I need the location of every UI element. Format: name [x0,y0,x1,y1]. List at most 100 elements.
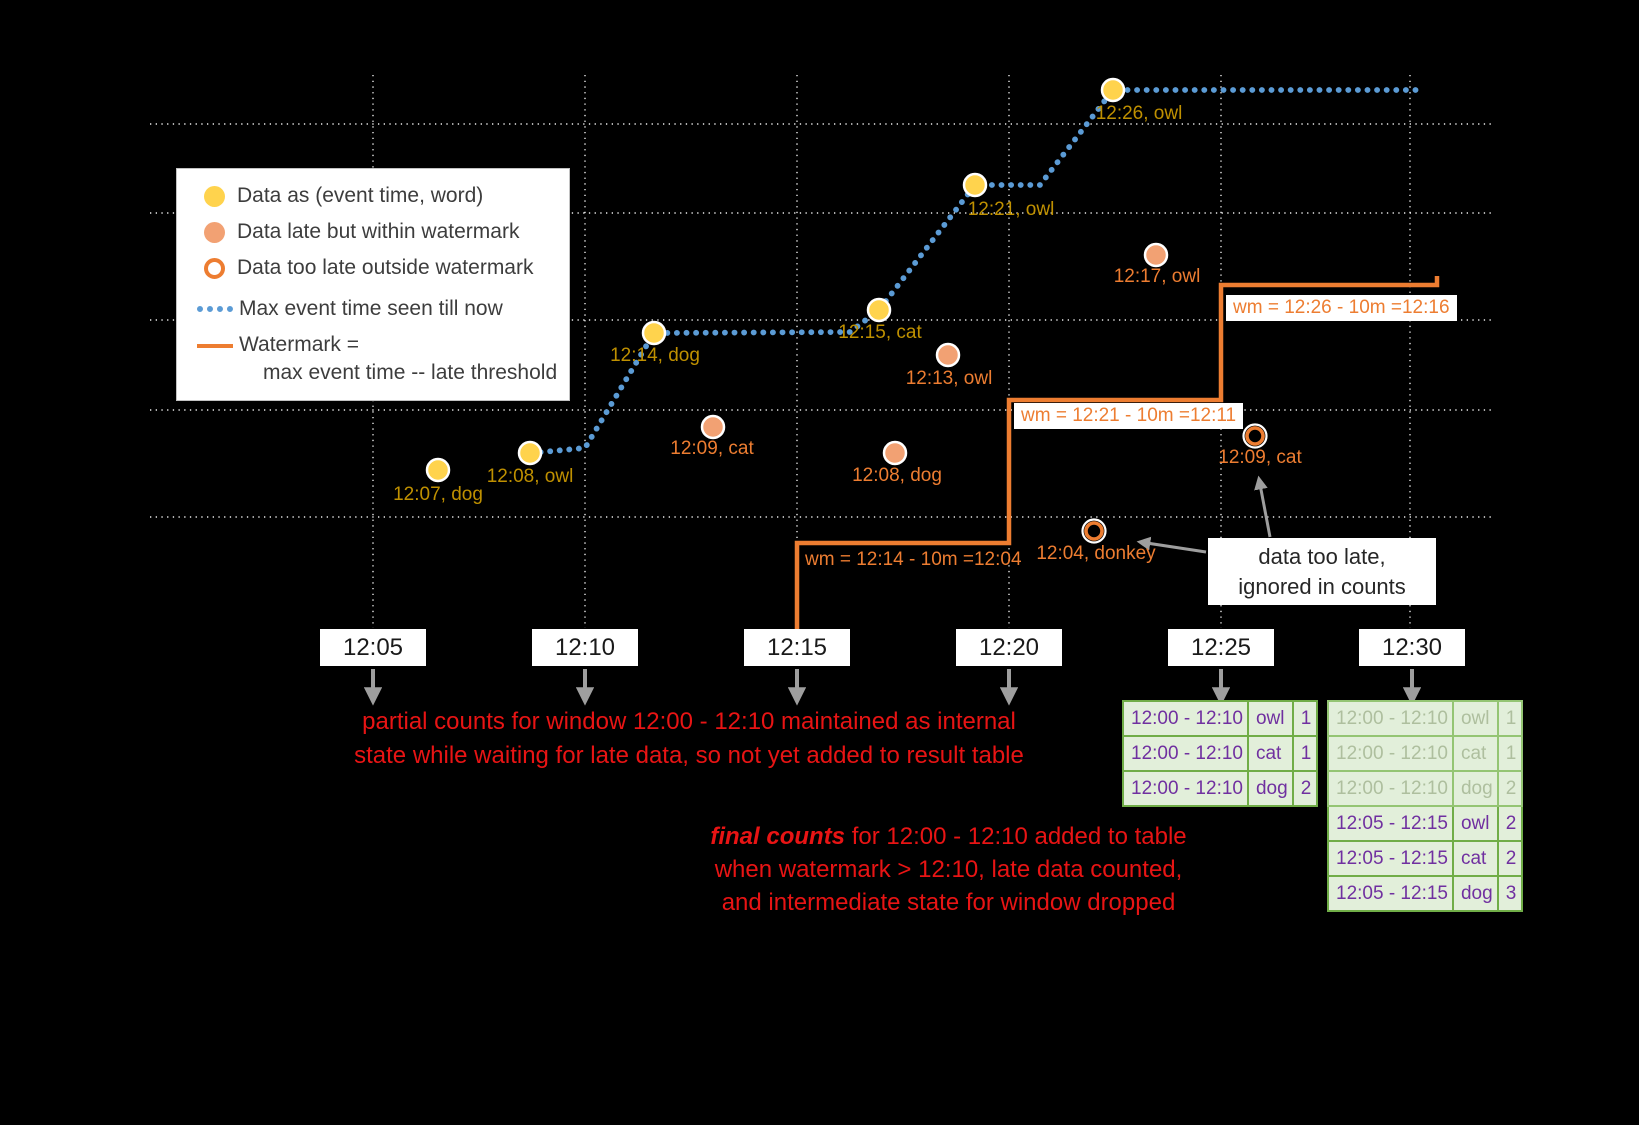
annotation-line: when watermark > 12:10, late data counte… [714,856,1183,883]
watermark-legend-line1: Watermark = [239,333,359,356]
point-label: 12:17, owl [1113,266,1201,287]
point-label: 12:04, donkey [1036,543,1156,564]
point-label: 12:09, cat [1218,447,1302,468]
point-label: 12:09, cat [670,438,754,459]
count-cell: 1 [1291,735,1318,772]
word-cell: owl [1246,700,1294,737]
window-cell: 12:05 - 12:15 [1327,875,1454,912]
watermark-line-swatch-icon [197,344,233,348]
axis-tick-1205: 12:05 [320,629,426,666]
word-cell: owl [1451,700,1499,737]
legend-label-late: Data late but within watermark [237,220,520,243]
window-cell: 12:00 - 12:10 [1327,770,1454,807]
too-late-pointer-arrow [1254,475,1272,538]
data-point-late [1143,242,1169,268]
word-cell: dog [1246,770,1294,807]
word-cell: cat [1246,735,1294,772]
max-line-swatch-icon [197,306,233,312]
late-dot-icon [204,221,225,243]
window-cell: 12:00 - 12:10 [1327,735,1454,772]
too-late-pointer-arrow [1136,536,1207,554]
legend-label-toolate: Data too late outside watermark [237,256,534,279]
annotation-line: state while waiting for late data, so no… [354,742,1024,769]
data-point-toolate [1245,426,1265,446]
callout-line: data too late, [1258,544,1386,569]
data-point-ontime [517,440,543,466]
axis-tick-1210: 12:10 [532,629,638,666]
point-label: 12:07, dog [393,484,483,505]
window-cell: 12:05 - 12:15 [1327,805,1454,842]
count-cell: 2 [1291,770,1318,807]
word-cell: dog [1451,875,1499,912]
legend-item-late: Data late but within watermark [197,218,559,246]
watermark-value-label-2: wm = 12:21 - 10m =12:11 [1014,403,1244,429]
window-cell: 12:00 - 12:10 [1122,770,1249,807]
legend-item-ontime: Data as (event time, word) [197,182,559,210]
point-label: 12:08, owl [486,466,574,487]
count-cell: 1 [1496,735,1523,772]
data-point-late [882,440,908,466]
data-point-ontime [866,297,892,323]
ontime-dot-icon [204,185,225,207]
legend-item-watermark: Watermark = max event time -- late thres… [197,331,559,387]
count-cell: 2 [1496,770,1523,807]
point-label: 12:21, owl [967,199,1055,220]
annotation-line: final counts for 12:00 - 12:10 added to … [710,823,1187,850]
word-cell: owl [1451,805,1499,842]
count-cell: 1 [1291,700,1318,737]
axis-tick-1215: 12:15 [744,629,850,666]
legend-label-watermark: Watermark = max event time -- late thres… [239,331,557,387]
legend-label-max-line: Max event time seen till now [239,297,503,320]
data-point-ontime [1100,77,1126,103]
data-point-ontime [641,320,667,346]
count-cell: 3 [1496,875,1523,912]
count-cell: 2 [1496,840,1523,877]
data-point-toolate [1084,521,1104,541]
watermark-value-label-3: wm = 12:26 - 10m =12:16 [1226,295,1457,321]
callout-line: ignored in counts [1238,574,1406,599]
watermark-line [794,276,1440,650]
point-label: 12:15, cat [838,322,922,343]
axis-tick-1225: 12:25 [1168,629,1274,666]
point-label: 12:14, dog [610,345,700,366]
data-point-late [935,342,961,368]
partial-counts-annotation: partial counts for window 12:00 - 12:10 … [328,705,1050,773]
watermark-value-label-1: wm = 12:14 - 10m =12:04 [805,549,1022,570]
annotation-line: partial counts for window 12:00 - 12:10 … [362,708,1016,735]
word-cell: cat [1451,840,1499,877]
window-cell: 12:00 - 12:10 [1122,700,1249,737]
window-cell: 12:05 - 12:15 [1327,840,1454,877]
final-counts-emphasis: final counts [710,823,846,850]
word-cell: dog [1451,770,1499,807]
point-label: 12:13, owl [905,368,993,389]
annotation-line: and intermediate state for window droppe… [721,889,1176,916]
data-point-ontime [425,457,451,483]
window-cell: 12:00 - 12:10 [1327,700,1454,737]
too-late-callout: data too late, ignored in counts [1208,538,1436,605]
point-label: 12:08, dog [852,465,942,486]
data-point-ontime [962,172,988,198]
count-cell: 2 [1496,805,1523,842]
axis-tick-1230: 12:30 [1359,629,1465,666]
legend-item-toolate: Data too late outside watermark [197,254,559,282]
word-cell: cat [1451,735,1499,772]
axis-tick-1220: 12:20 [956,629,1062,666]
legend-item-max-event-line: Max event time seen till now [197,295,559,323]
watermark-legend-line2: max event time -- late threshold [263,361,558,384]
count-cell: 1 [1496,700,1523,737]
data-point-late [700,414,726,440]
legend-label-ontime: Data as (event time, word) [237,184,484,207]
legend: Data as (event time, word) Data late but… [176,168,570,401]
